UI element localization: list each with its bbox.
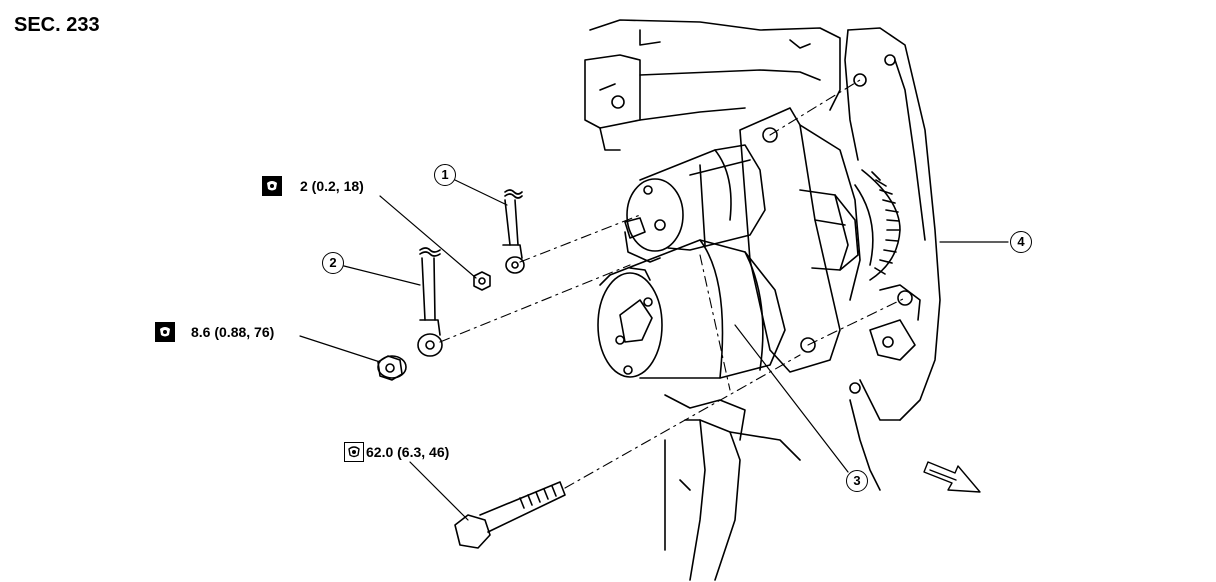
leader-lines (299, 179, 1009, 521)
callout-2: 2 (322, 252, 344, 274)
callout-1: 1 (434, 164, 456, 186)
lower-bracket (664, 394, 801, 581)
section-label: SEC. 233 (14, 14, 100, 36)
small-nut (473, 271, 491, 291)
front-direction-arrow-icon (923, 461, 981, 493)
torque-bolt-icon (344, 442, 364, 462)
mounting-bolt (454, 481, 566, 549)
starter-motor (597, 144, 859, 379)
assembly-lines (439, 79, 906, 489)
ring-gear (854, 169, 901, 281)
torque-nut-icon (262, 176, 282, 196)
harness-wire-1 (502, 189, 525, 274)
torque-spec-bolt: 62.0 (6.3, 46) (366, 444, 450, 460)
engine-block (584, 19, 841, 151)
callout-3: 3 (846, 470, 868, 492)
callout-4: 4 (1010, 231, 1032, 253)
mounting-flange (739, 107, 861, 373)
harness-wire-2 (417, 247, 443, 357)
torque-spec-large-nut: 8.6 (0.88, 76) (191, 324, 275, 340)
torque-nut-icon (155, 322, 175, 342)
large-nut (377, 355, 407, 381)
transmission-housing (844, 27, 941, 491)
torque-spec-small-nut: 2 (0.2, 18) (300, 178, 364, 194)
